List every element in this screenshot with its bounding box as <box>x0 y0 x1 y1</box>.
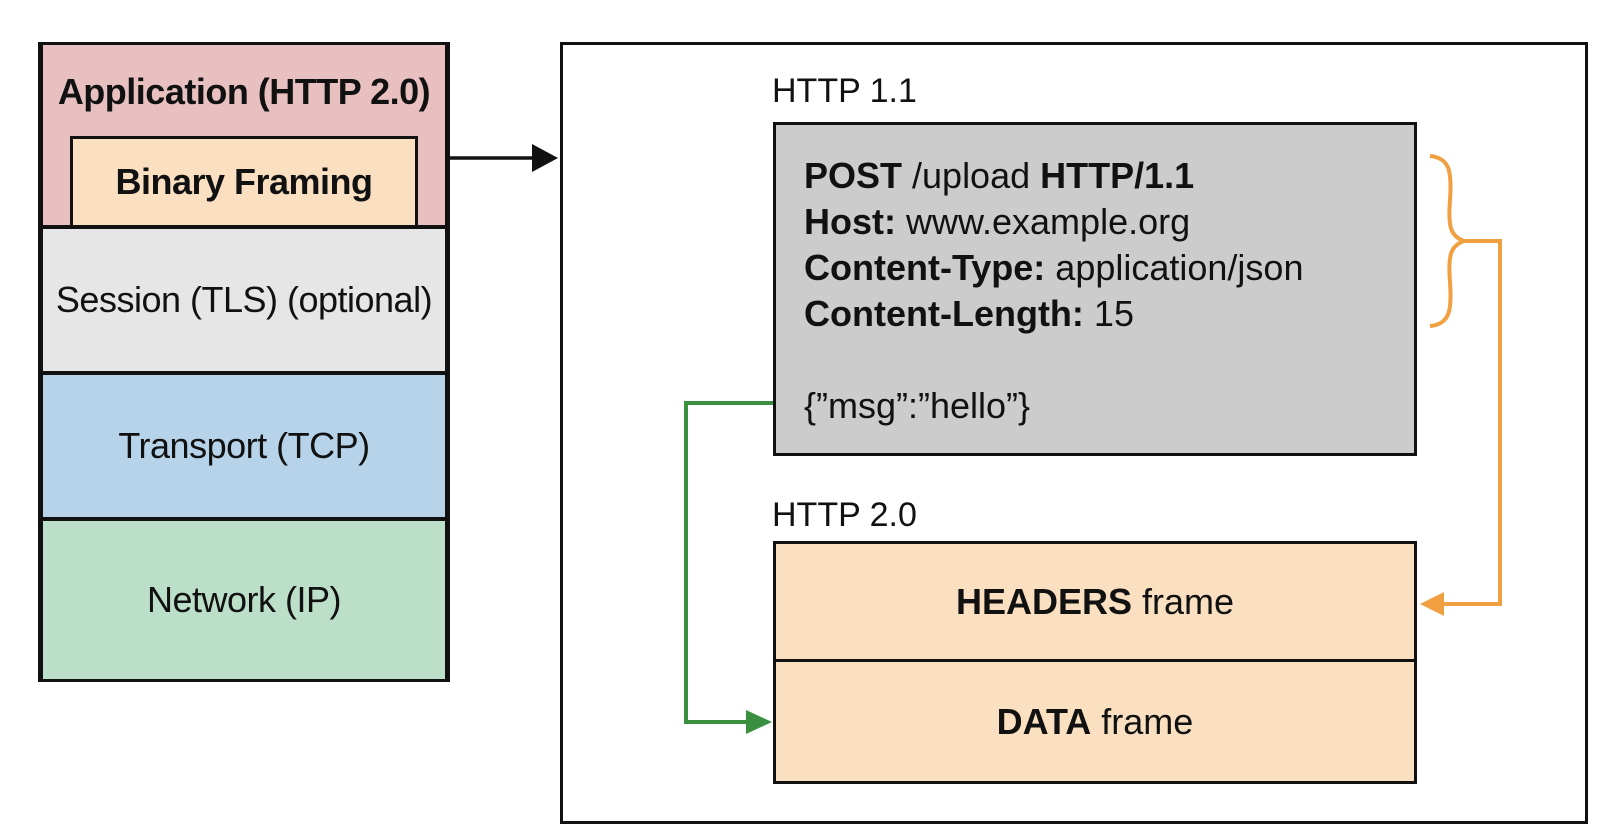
data-frame-type: DATA <box>996 700 1092 742</box>
http11-title: HTTP 1.1 <box>772 72 917 110</box>
content-type-header: Content-Type: application/json <box>804 245 1414 291</box>
stack-to-panel-arrowhead <box>532 144 558 172</box>
host-header: Host: www.example.org <box>804 199 1414 245</box>
request-path: /upload <box>902 155 1041 196</box>
request-body: {”msg”:”hello”} <box>804 385 1031 426</box>
content-length-key: Content-Length: <box>804 293 1084 334</box>
detail-panel <box>560 42 1588 824</box>
request-line: POST /upload HTTP/1.1 <box>804 153 1414 199</box>
application-layer-label: Application (HTTP 2.0) <box>57 71 431 112</box>
binary-framing-label: Binary Framing <box>115 161 373 202</box>
session-layer-label: Session (TLS) (optional) <box>55 279 433 320</box>
headers-connector-arrowhead <box>1420 592 1444 616</box>
session-layer: Session (TLS) (optional) <box>40 226 448 374</box>
headers-frame-suffix: frame <box>1132 580 1235 622</box>
content-type-value: application/json <box>1045 247 1304 288</box>
content-length-value: 15 <box>1083 293 1134 334</box>
body-connector-line <box>684 401 773 724</box>
headers-connector-line <box>1440 239 1502 606</box>
content-length-header: Content-Length: 15 <box>804 291 1414 337</box>
transport-layer-label: Transport (TCP) <box>118 425 370 466</box>
data-frame-suffix: frame <box>1091 700 1194 742</box>
request-version: HTTP/1.1 <box>1040 155 1195 196</box>
transport-layer: Transport (TCP) <box>40 372 448 520</box>
http11-request-box: POST /upload HTTP/1.1 Host: www.example.… <box>773 122 1417 456</box>
data-frame: DATA frame <box>773 659 1417 784</box>
network-layer: Network (IP) <box>40 518 448 682</box>
http20-title: HTTP 2.0 <box>772 496 917 534</box>
content-type-key: Content-Type: <box>804 247 1046 288</box>
headers-frame-type: HEADERS <box>955 580 1132 622</box>
host-header-key: Host: <box>804 201 896 242</box>
body-connector-arrowhead <box>746 710 772 734</box>
headers-brace <box>1429 154 1470 328</box>
request-method: POST <box>804 155 903 196</box>
host-header-value: www.example.org <box>896 201 1191 242</box>
network-layer-label: Network (IP) <box>146 579 342 620</box>
